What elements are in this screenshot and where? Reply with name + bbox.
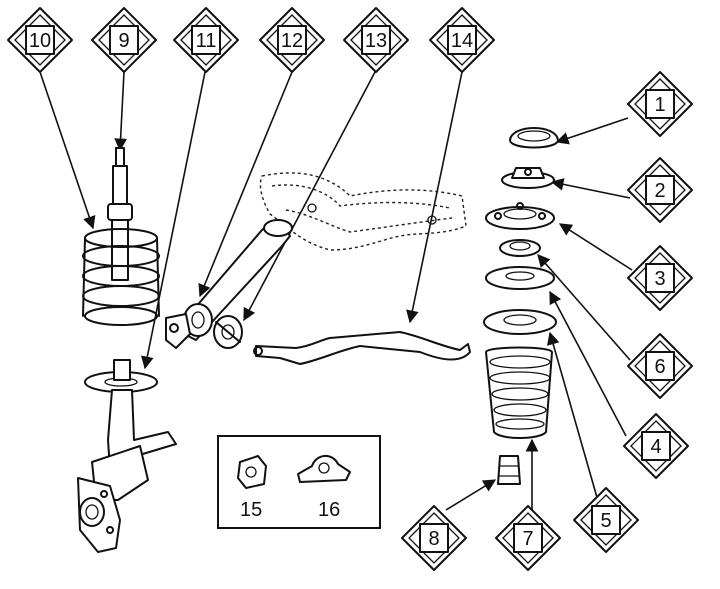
dust-boot-drawing [485, 346, 553, 439]
stabilizer-bar-drawing [253, 331, 471, 365]
subframe-outline-drawing [259, 172, 467, 251]
callout-label-12: 12 [281, 30, 303, 52]
callout-label-4: 4 [650, 436, 661, 458]
bearing-drawing [499, 239, 541, 257]
stabilizer-bracket-16-drawing [297, 455, 351, 483]
callout-label-13: 13 [365, 30, 387, 52]
callout-badge-5: 5 [573, 487, 639, 553]
callout-label-10: 10 [29, 30, 51, 52]
inset-box: 15 16 [217, 435, 381, 529]
callout-badge-10: 10 [7, 7, 73, 73]
control-arm-drawing [165, 219, 293, 349]
callout-badge-2: 2 [627, 157, 693, 223]
callout-badge-13: 13 [343, 7, 409, 73]
bump-stop-drawing [497, 455, 521, 485]
callout-label-2: 2 [654, 180, 665, 202]
callout-label-8: 8 [428, 528, 439, 550]
inset-label-16: 16 [318, 499, 340, 521]
callout-badge-11: 11 [173, 7, 239, 73]
inset-label-15: 15 [240, 499, 262, 521]
callout-label-6: 6 [654, 356, 665, 378]
callout-label-5: 5 [600, 510, 611, 532]
spring-insulator-drawing [483, 309, 557, 335]
callout-badge-6: 6 [627, 333, 693, 399]
stabilizer-bushing-15-drawing [237, 455, 267, 489]
callout-label-14: 14 [451, 30, 473, 52]
callout-badge-12: 12 [259, 7, 325, 73]
callout-badge-8: 8 [401, 505, 467, 571]
callout-badge-3: 3 [627, 245, 693, 311]
leader-arrows [39, 71, 633, 511]
coil-spring-drawing [82, 228, 160, 326]
upper-spring-seat-drawing [485, 266, 555, 290]
upper-mount-nut-drawing [501, 167, 555, 189]
callout-label-1: 1 [654, 94, 665, 116]
callout-label-3: 3 [654, 268, 665, 290]
callout-label-9: 9 [118, 30, 129, 52]
strut-assembly-drawing [77, 147, 177, 553]
callout-badge-7: 7 [495, 505, 561, 571]
callout-label-7: 7 [522, 528, 533, 550]
callout-label-11: 11 [196, 30, 217, 52]
bushing-drawing [213, 315, 243, 349]
upper-mount-plate-drawing [485, 202, 555, 230]
callout-badge-14: 14 [429, 7, 495, 73]
callout-badge-9: 9 [91, 7, 157, 73]
callout-badge-4: 4 [623, 413, 689, 479]
callout-badge-1: 1 [627, 71, 693, 137]
dust-cap-drawing [509, 127, 559, 149]
